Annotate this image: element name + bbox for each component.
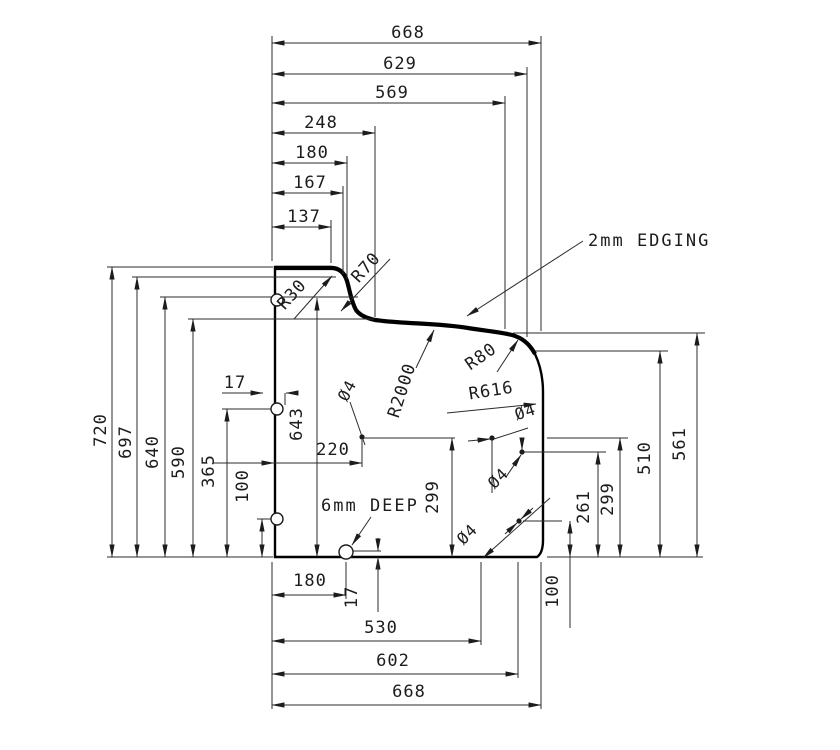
- hole-label-4: Ø4: [453, 520, 481, 548]
- dim-bottom-530: 530: [364, 618, 398, 638]
- dim-bottom-17: 17: [342, 586, 362, 608]
- dim-left-640: 640: [143, 435, 163, 469]
- dim-left-365: 365: [199, 454, 219, 488]
- hole-point-d: [516, 518, 522, 524]
- hole-label-1: Ø4: [334, 377, 361, 405]
- r80-leader: [496, 339, 519, 373]
- dim-inner-643: 643: [287, 407, 307, 441]
- hole-point-a: [359, 434, 365, 440]
- bottom-hole: [338, 544, 354, 560]
- hole-point-c: [519, 449, 525, 455]
- radius-label-r80: R80: [462, 339, 501, 375]
- edge-hole-middle: [270, 402, 284, 416]
- hole-label-3: Ø4: [484, 464, 512, 492]
- dim-right-299: 299: [598, 482, 618, 516]
- dim-top-180: 180: [295, 143, 329, 163]
- edging-leader: [466, 240, 584, 317]
- dim-inner-17: 17: [224, 373, 246, 393]
- edge-hole-bottom: [270, 512, 284, 526]
- dim-right-510: 510: [635, 441, 655, 475]
- dim-left-720: 720: [91, 413, 111, 447]
- r30-leader: [293, 275, 333, 320]
- hole3-leader: [505, 454, 522, 478]
- dim-bottom-668: 668: [392, 682, 426, 702]
- edge-hole-top: [270, 293, 284, 307]
- radius-label-r2000: R2000: [384, 361, 420, 421]
- hole2-leader: [493, 427, 529, 440]
- hole4-leader: [482, 497, 551, 559]
- dimension-text: 668 629 569 248 180 167 137 720 697 640 …: [91, 23, 690, 702]
- dim-inner-299: 299: [423, 480, 443, 514]
- dim-top-629: 629: [383, 54, 417, 74]
- dim-left-697: 697: [116, 425, 136, 459]
- extension-lines: [107, 36, 705, 709]
- profile-outline: [273, 265, 545, 559]
- callout-text: R30 R70 R2000 R80 R616 Ø4 Ø4 Ø4 Ø4 2mm E…: [274, 231, 710, 548]
- dim-right-561: 561: [670, 427, 690, 461]
- dim-left-590: 590: [169, 445, 189, 479]
- note-6mm-deep: 6mm DEEP: [321, 496, 419, 516]
- dimension-lines: [109, 40, 700, 708]
- dim-bottom-180: 180: [293, 571, 327, 591]
- dim-top-569: 569: [375, 83, 409, 103]
- dim-top-137: 137: [287, 207, 321, 227]
- deep-leader: [351, 516, 372, 546]
- radius-label-r30: R30: [274, 275, 311, 313]
- note-2mm-edging: 2mm EDGING: [588, 231, 710, 251]
- dim-bottom-602: 602: [376, 651, 410, 671]
- dim-top-668: 668: [391, 23, 425, 43]
- r2000-leader: [415, 329, 435, 369]
- r70-leader: [340, 258, 391, 312]
- hole-point-b: [489, 435, 495, 441]
- r616-leader: [446, 402, 537, 414]
- dim-top-248: 248: [304, 113, 338, 133]
- dim-bottom-100: 100: [543, 574, 563, 608]
- dim-top-167: 167: [293, 173, 327, 193]
- dim-right-261: 261: [574, 490, 594, 524]
- radius-label-r70: R70: [348, 248, 385, 286]
- hole-label-2: Ø4: [512, 399, 538, 424]
- dim-inner-220: 220: [316, 440, 350, 460]
- radius-label-r616: R616: [467, 378, 515, 405]
- leader-lines: [293, 240, 584, 559]
- dim-left-100: 100: [233, 469, 253, 503]
- edging-band: [275, 265, 537, 356]
- hole-circles: [270, 293, 525, 560]
